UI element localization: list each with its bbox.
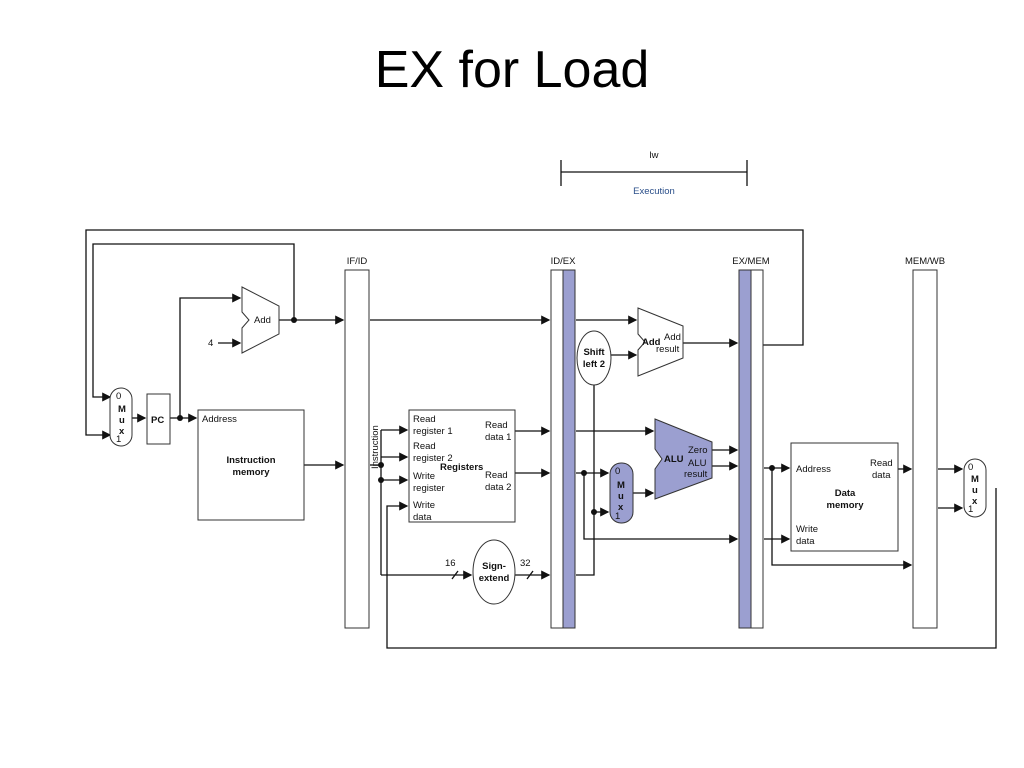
svg-text:PC: PC [151, 415, 164, 426]
svg-text:Read: Read [485, 420, 508, 431]
svg-text:M: M [971, 474, 979, 485]
svg-text:memory: memory [827, 500, 865, 511]
pc-mux: 0 M u x 1 [109, 387, 133, 447]
stage-instruction: lw [650, 150, 659, 161]
svg-text:register 2: register 2 [413, 453, 453, 464]
svg-text:extend: extend [479, 573, 510, 584]
svg-text:memory: memory [233, 467, 271, 478]
sign-extend: Sign- extend 16 32 [445, 539, 534, 605]
svg-text:x: x [119, 426, 125, 437]
svg-text:0: 0 [615, 466, 620, 477]
svg-text:Read: Read [485, 470, 508, 481]
stage-name: Execution [633, 186, 675, 197]
svg-text:EX/MEM: EX/MEM [732, 256, 770, 267]
svg-text:Address: Address [796, 464, 831, 475]
svg-text:16: 16 [445, 558, 456, 569]
svg-text:M: M [118, 404, 126, 415]
svg-text:Shift: Shift [583, 347, 605, 358]
svg-text:1: 1 [116, 434, 121, 445]
data-memory: Address Read data Data memory Write data [790, 442, 899, 552]
svg-text:Write: Write [413, 471, 435, 482]
svg-text:Add: Add [664, 332, 681, 343]
svg-text:M: M [617, 480, 625, 491]
svg-text:data 1: data 1 [485, 432, 511, 443]
branch-adder: Add Add result [637, 307, 684, 377]
shift-left-2: Shift left 2 [576, 330, 612, 386]
svg-text:u: u [972, 485, 978, 496]
svg-text:Address: Address [202, 414, 237, 425]
svg-text:Read: Read [413, 414, 436, 425]
svg-text:Write: Write [796, 524, 818, 535]
svg-text:data: data [796, 536, 815, 547]
svg-text:x: x [618, 502, 624, 513]
svg-text:Data: Data [835, 488, 856, 499]
svg-text:Sign-: Sign- [482, 561, 506, 572]
pipeline-register-id-ex: ID/EX [550, 256, 576, 629]
svg-text:0: 0 [116, 391, 121, 402]
svg-text:data: data [413, 512, 432, 523]
svg-text:IF/ID: IF/ID [347, 256, 368, 267]
svg-text:0: 0 [968, 462, 973, 473]
svg-text:ALU: ALU [664, 454, 684, 465]
svg-text:result: result [656, 344, 680, 355]
svg-text:data 2: data 2 [485, 482, 511, 493]
pipeline-register-if-id: IF/ID Instruction [344, 256, 381, 629]
svg-text:Instruction: Instruction [226, 455, 275, 466]
writeback-mux: 0 M u x 1 [963, 458, 987, 518]
svg-text:MEM/WB: MEM/WB [905, 256, 945, 267]
alu: ALU Zero ALU result [654, 418, 713, 500]
svg-text:Add: Add [642, 337, 661, 348]
svg-text:1: 1 [615, 511, 620, 522]
instruction-memory: Address Instruction memory [197, 409, 305, 521]
svg-text:ID/EX: ID/EX [551, 256, 576, 267]
svg-text:Registers: Registers [440, 462, 483, 473]
svg-text:32: 32 [520, 558, 531, 569]
alu-src-mux: 0 M u x 1 [609, 462, 634, 524]
pc-register: PC [146, 393, 171, 445]
svg-text:x: x [972, 496, 978, 507]
svg-text:Write: Write [413, 500, 435, 511]
svg-text:left 2: left 2 [583, 359, 605, 370]
svg-text:Read: Read [413, 441, 436, 452]
svg-text:Add: Add [254, 315, 271, 326]
stage-bar: lw Execution [560, 150, 748, 197]
pipeline-register-ex-mem: EX/MEM [732, 256, 770, 629]
wires [85, 229, 997, 649]
svg-text:ALU: ALU [688, 458, 707, 469]
junction-dots [177, 317, 775, 515]
svg-text:1: 1 [968, 504, 973, 515]
svg-text:register 1: register 1 [413, 426, 453, 437]
svg-text:Zero: Zero [688, 445, 708, 456]
svg-text:result: result [684, 469, 708, 480]
instruction-label: Instruction [370, 425, 381, 469]
slide-title: EX for Load [374, 41, 650, 99]
svg-text:Read: Read [870, 458, 893, 469]
pipeline-register-mem-wb: MEM/WB [905, 256, 945, 629]
svg-text:u: u [618, 491, 624, 502]
svg-text:data: data [872, 470, 891, 481]
svg-text:4: 4 [208, 338, 213, 349]
svg-text:register: register [413, 483, 445, 494]
register-file: Read register 1 Read register 2 Write re… [408, 409, 516, 523]
pc-adder: Add 4 [208, 286, 280, 354]
svg-text:u: u [119, 415, 125, 426]
